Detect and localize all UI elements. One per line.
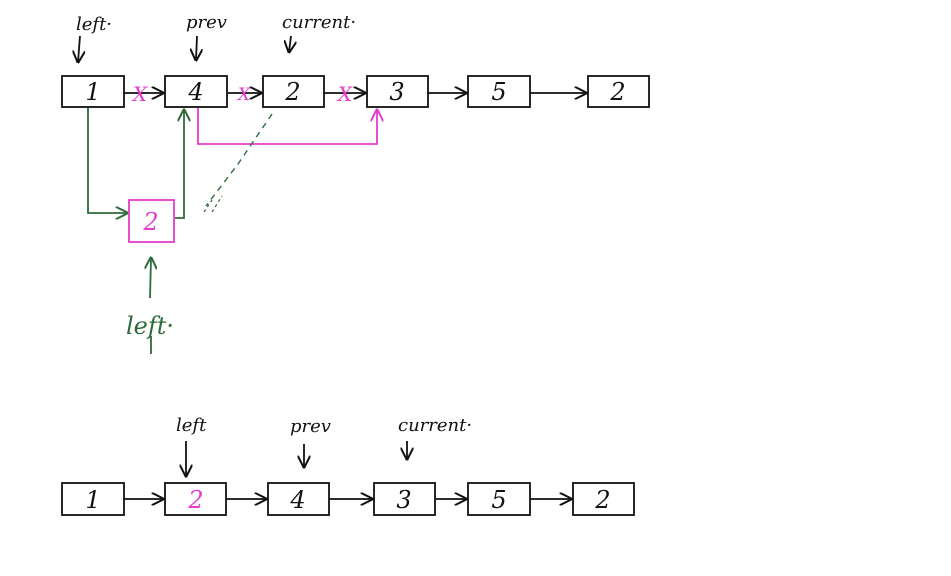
new-left-pointer-label: left·: [126, 312, 174, 340]
cross-mark-link-2-3: X: [236, 85, 251, 105]
cross-mark-link-1-2: X: [131, 82, 148, 106]
svg-text:4: 4: [187, 78, 203, 106]
top-node-6: 2: [587, 75, 650, 108]
svg-text:3: 3: [389, 78, 404, 106]
svg-text:4: 4: [289, 486, 305, 514]
top-node-5: 5: [467, 75, 531, 108]
bottom-node-3: 4: [267, 482, 330, 516]
top-node-1: 1: [61, 75, 125, 108]
top-current-pointer-label: current·: [282, 12, 356, 33]
top-left-pointer-label: left·: [76, 14, 112, 35]
svg-text:2: 2: [284, 78, 300, 106]
bottom-left-pointer-label: left: [176, 415, 207, 436]
bottom-node-5: 5: [467, 482, 531, 516]
dashed-move-scribble: [203, 195, 223, 213]
svg-text:1: 1: [85, 78, 100, 106]
top-node-2: 4: [164, 75, 228, 108]
bottom-node-2: 2: [164, 482, 227, 516]
svg-text:2: 2: [187, 486, 203, 514]
bottom-prev-pointer-label: prev: [290, 416, 331, 437]
green-link-head-to-moved: [87, 108, 127, 213]
svg-text:5: 5: [491, 486, 506, 514]
svg-text:1: 1: [85, 486, 100, 514]
bottom-node-4: 3: [373, 482, 436, 516]
svg-text:3: 3: [396, 486, 411, 514]
svg-text:2: 2: [594, 486, 610, 514]
bottom-node-1: 1: [61, 482, 125, 516]
new-left-pointer-arrow: [150, 258, 151, 299]
top-current-pointer-arrow: [289, 35, 291, 52]
svg-text:2: 2: [609, 78, 625, 106]
cross-mark-link-3-4: X: [336, 82, 353, 106]
pink-bypass-link: [197, 108, 377, 145]
moved-node: 2: [128, 199, 175, 243]
svg-text:2: 2: [142, 208, 158, 236]
top-left-pointer-arrow: [78, 35, 80, 62]
top-prev-pointer-arrow: [196, 35, 197, 60]
green-link-moved-to-prev: [175, 110, 184, 219]
dashed-move-indicator: [205, 113, 273, 207]
bottom-node-6: 2: [572, 482, 635, 516]
bottom-current-pointer-label: current·: [398, 415, 472, 436]
top-prev-pointer-label: prev: [186, 12, 227, 33]
top-node-3: 2: [262, 75, 325, 108]
svg-text:5: 5: [491, 78, 506, 106]
top-node-4: 3: [366, 75, 429, 108]
